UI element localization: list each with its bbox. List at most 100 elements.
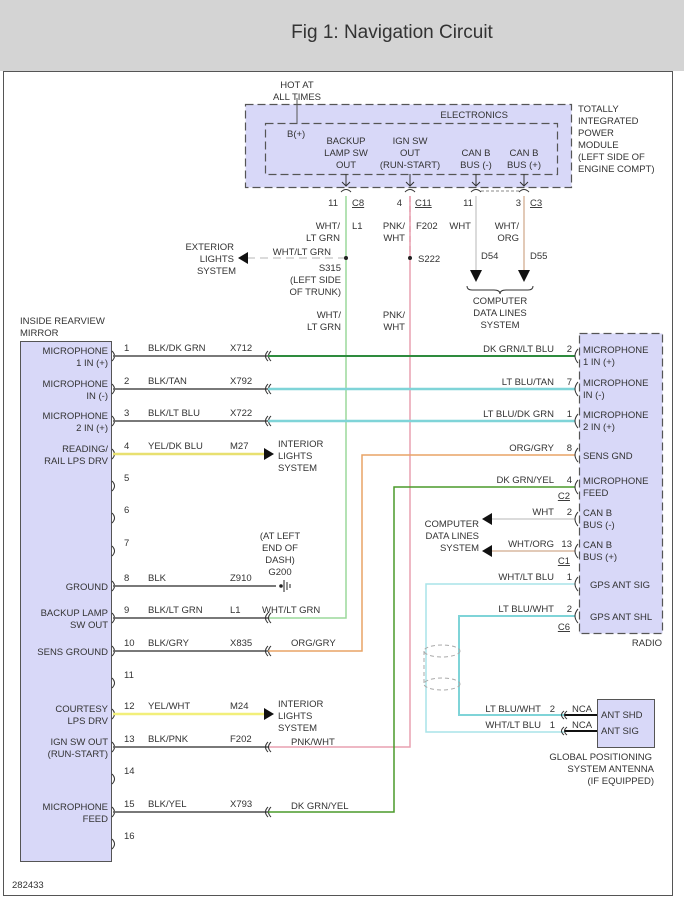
pin-label: COURTESY (55, 704, 108, 715)
radio-module: RADIO C2 C1 C6 COMPUTER DATA LINES SYSTE… (425, 332, 664, 649)
pin-number: 2 (567, 344, 572, 355)
gps-title: GLOBAL POSITIONING (549, 752, 652, 763)
computer-data-lines-label: COMPUTER (473, 296, 528, 307)
circuit-label: X722 (230, 408, 252, 419)
pin-label: SENS GND (583, 451, 633, 462)
wire-color-label: BLK/PNK (148, 734, 189, 745)
arrow-interior-lights-2 (264, 708, 274, 720)
wire-lt-blu-wht (458, 615, 575, 716)
shield-bottom (423, 677, 461, 691)
brace (466, 285, 534, 295)
gps-title: (IF EQUIPPED) (587, 776, 654, 787)
tipm-side-label: TOTALLY INTEGRATED POWER MODULE (LEFT SI… (578, 104, 655, 175)
pin-number: 4 (124, 441, 129, 452)
wire-color-label: LT BLU/TAN (502, 377, 554, 388)
pin-label: GPS ANT SHL (590, 612, 652, 623)
l1-color-label: WHT/ (316, 221, 341, 232)
pin-label: GROUND (66, 582, 108, 593)
pin-backup-label: LAMP SW (324, 148, 368, 159)
pin-label: SW OUT (70, 620, 108, 631)
interior-lights-label: INTERIOR (278, 439, 324, 450)
ground-location-label: G200 (268, 567, 291, 578)
gps-title: SYSTEM ANTENNA (567, 764, 654, 775)
l1-lower-color-label: LT GRN (307, 322, 341, 333)
f202-color-label: PNK/ (383, 221, 406, 232)
pin-label: BUS (-) (583, 520, 615, 531)
l1-lower-color-label: WHT/ (317, 310, 342, 321)
pin-number: 9 (124, 605, 129, 616)
l1-circuit-label: L1 (352, 221, 363, 232)
figure-id: 282433 (12, 880, 44, 891)
l1-color-label: LT GRN (306, 233, 340, 244)
pin-label: MICROPHONE (43, 802, 108, 813)
ground-symbol-g200 (279, 580, 291, 592)
computer-data-lines-label: DATA LINES (426, 531, 480, 542)
mirror-title: MIRROR (20, 328, 59, 339)
connector-c11: C11 (415, 198, 432, 209)
pin-number: 3 (124, 408, 129, 419)
pin-label: IN (-) (86, 391, 108, 402)
circuit-label: X835 (230, 638, 252, 649)
interior-lights-label: LIGHTS (278, 711, 312, 722)
pin-backup-label: BACKUP (326, 136, 365, 147)
pin-label: CAN B (583, 540, 612, 551)
wire-color-label: BLK/LT GRN (148, 605, 203, 616)
c8-pin: 11 (328, 198, 338, 209)
d54-circuit-label: D54 (481, 251, 498, 262)
circuit-label: M24 (230, 701, 248, 712)
svg-text:(LEFT SIDE OF: (LEFT SIDE OF (578, 152, 645, 163)
pin-label: 1 IN (+) (76, 358, 108, 369)
mirror-pin-6: 6 (111, 505, 129, 524)
splice-s315-label: OF TRUNK) (289, 287, 341, 298)
pin-label: LPS DRV (68, 716, 109, 727)
connector-c1: C1 (558, 556, 570, 567)
gps-conn-label: NCA (572, 720, 593, 731)
gps-wire-label: LT BLU/WHT (485, 704, 541, 715)
c11-pin: 4 (397, 198, 402, 209)
pin-label: (RUN-START) (48, 749, 108, 760)
d55-circuit-label: D55 (530, 251, 547, 262)
pin-number: 2 (567, 507, 572, 518)
computer-data-lines-label: SYSTEM (440, 543, 479, 554)
tipm-wires (238, 196, 534, 748)
computer-data-lines-label: SYSTEM (480, 320, 519, 331)
pin-number: 12 (124, 701, 135, 712)
pin-label: MICROPHONE (43, 411, 108, 422)
pin-number: 5 (124, 473, 129, 484)
interior-lights-label: LIGHTS (278, 451, 312, 462)
d55-color-label: WHT/ (495, 221, 520, 232)
circuit-label: X792 (230, 376, 252, 387)
pin-number: 14 (124, 766, 135, 777)
c3-pin-a: 11 (463, 198, 473, 209)
ground-location-label: (AT LEFT (260, 531, 300, 542)
circuit-label: Z910 (230, 573, 252, 584)
pin-backup-label: OUT (336, 160, 356, 171)
pin-label: BACKUP LAMP (41, 608, 108, 619)
exterior-lights-label: SYSTEM (197, 266, 236, 277)
pin-label: FEED (83, 814, 108, 825)
ground-location-label: END OF (262, 543, 298, 554)
wire-color-label: DK GRN/YEL (496, 475, 554, 486)
pin-number: 1 (124, 343, 129, 354)
tipm-module: ELECTRONICS HOT AT ALL TIMES B(+) BACKUP… (244, 80, 655, 209)
pin-number: 16 (124, 831, 135, 842)
electronics-label: ELECTRONICS (440, 110, 508, 121)
shield-top (423, 644, 461, 658)
circuit-label: X793 (230, 799, 252, 810)
computer-data-lines-label: COMPUTER (425, 519, 480, 530)
arrow-d54 (470, 270, 482, 282)
wire-wht-lt-blu (425, 583, 575, 733)
pin-ign-label: (RUN-START) (380, 160, 440, 171)
far-wire-label: PNK/WHT (291, 737, 335, 748)
